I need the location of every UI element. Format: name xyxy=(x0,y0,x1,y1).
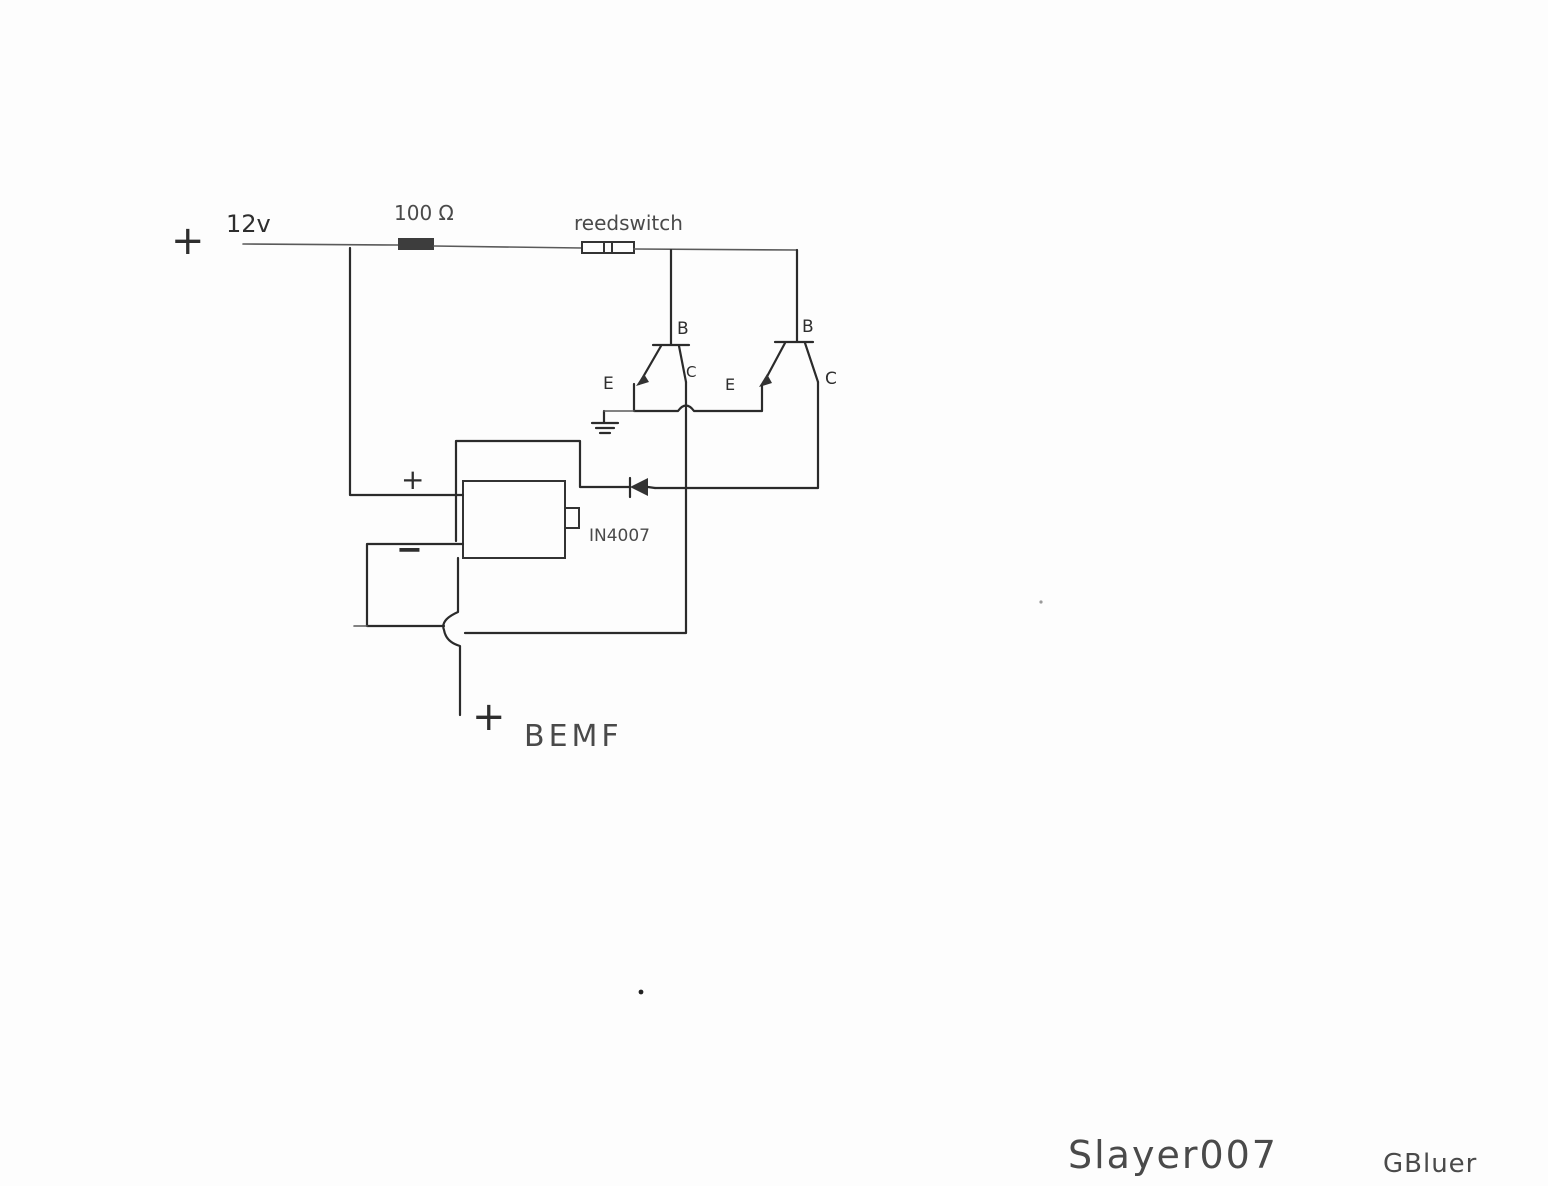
resistor-100-ohm xyxy=(398,238,434,250)
battery-plus-label: + xyxy=(401,463,424,496)
stray-dot xyxy=(638,989,644,995)
supply-rail-right xyxy=(633,248,798,251)
battery-minus-label: − xyxy=(396,530,423,568)
supply-plus-label: + xyxy=(171,218,205,264)
wire-diode-to-battery xyxy=(454,439,632,497)
wire-t1-collector-to-bemf xyxy=(463,380,688,635)
wire-battery-minus-loop xyxy=(365,542,465,628)
t1-collector-lead xyxy=(677,344,688,384)
battery xyxy=(462,480,580,559)
t2-collector-lead xyxy=(803,341,820,384)
t2-emitter-arrow xyxy=(759,374,772,387)
supply-rail-mid xyxy=(433,245,583,249)
t1-base-label: B xyxy=(677,319,689,339)
diode-lead xyxy=(646,485,657,490)
bemf-label: BEMF xyxy=(524,719,623,754)
wire-supply-to-battery-plus xyxy=(348,246,458,497)
ground-symbol xyxy=(590,409,620,435)
coauthor-signature: GBluer xyxy=(1383,1149,1477,1179)
t1-collector-label: C xyxy=(686,363,696,381)
t2-collector-label: C xyxy=(825,369,837,389)
reed-switch-label: reedswitch xyxy=(574,211,683,235)
t1-emitter-label: E xyxy=(603,374,614,394)
reed-switch xyxy=(581,241,635,254)
diode-label: IN4007 xyxy=(589,526,650,546)
stray-speck xyxy=(1039,600,1043,604)
t2-emitter-label: E xyxy=(725,375,735,394)
wire-emitters-common xyxy=(632,382,764,413)
resistor-label: 100 Ω xyxy=(394,201,454,225)
wire-bemf-positive xyxy=(442,556,462,717)
t1-emitter-arrow xyxy=(636,374,649,386)
t2-base-label: B xyxy=(802,317,814,337)
author-signature: Slayer007 xyxy=(1068,1133,1278,1177)
wire-t2-collector-to-diode xyxy=(653,380,820,490)
bemf-plus-label: + xyxy=(472,694,506,740)
supply-voltage-label: 12v xyxy=(226,210,271,238)
diode-symbol xyxy=(630,478,648,496)
supply-rail-left xyxy=(242,243,399,246)
